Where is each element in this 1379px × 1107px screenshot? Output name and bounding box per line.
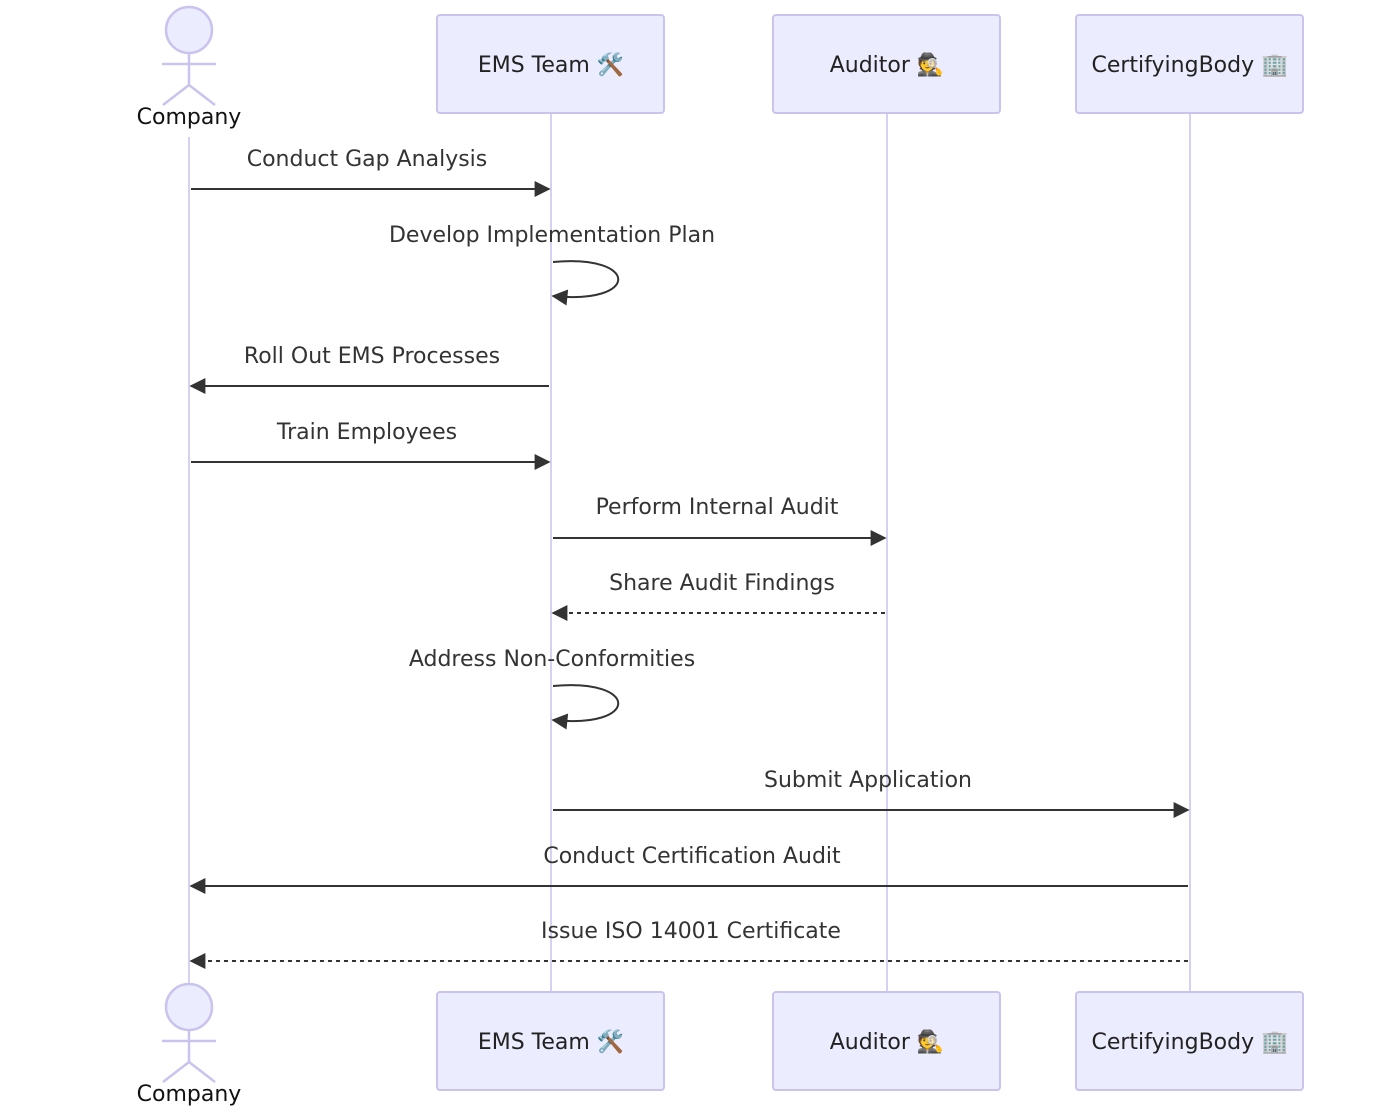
participant-box [772,991,1001,1091]
participant-auditor-top: Auditor 🕵️ [772,14,1001,114]
message-label: Perform Internal Audit [596,495,839,520]
message-label: Conduct Gap Analysis [247,147,488,172]
actor-leg-left [162,1061,190,1083]
actor-head [164,5,214,55]
participant-label-auditor: Auditor 🕵️ [830,52,945,78]
message-label: Share Audit Findings [609,571,835,596]
participant-box [436,14,665,114]
participant-cert-top: CertifyingBody 🏢 [1075,14,1304,114]
message-label: Roll Out EMS Processes [244,344,500,369]
actor-company-bottom: Company [137,982,242,1107]
message-conduct-gap-analysis: Conduct Gap Analysis [191,147,551,197]
participant-label-cert: CertifyingBody 🏢 [1091,53,1288,78]
message-perform-internal-audit: Perform Internal Audit [553,495,887,546]
participant-box [1075,991,1304,1091]
actor-leg-right [188,84,216,106]
message-conduct-certification-audit: Conduct Certification Audit [189,844,1188,894]
self-loop-arrow [551,260,620,306]
participant-ems-top: EMS Team 🛠️ [436,14,665,114]
participant-box [772,14,1001,114]
message-share-audit-findings: Share Audit Findings [551,571,885,621]
actor-label-company: Company [137,105,242,130]
actor-head [164,982,214,1032]
message-label: Issue ISO 14001 Certificate [541,919,841,944]
message-submit-application: Submit Application [553,768,1190,818]
message-develop-implementation-plan: Develop Implementation Plan [389,223,715,306]
message-issue-iso-14001-certificate: Issue ISO 14001 Certificate [189,919,1188,969]
message-label: Conduct Certification Audit [543,844,841,869]
message-label: Train Employees [276,420,457,445]
message-roll-out-ems-processes: Roll Out EMS Processes [189,344,549,394]
participant-cert-bottom: CertifyingBody 🏢 [1075,991,1304,1091]
message-label: Submit Application [764,768,972,793]
participant-label-cert: CertifyingBody 🏢 [1091,1030,1288,1055]
participant-ems-bottom: EMS Team 🛠️ [436,991,665,1091]
participant-auditor-bottom: Auditor 🕵️ [772,991,1001,1091]
participant-box [1075,14,1304,114]
participant-label-ems: EMS Team 🛠️ [478,1028,624,1055]
actor-company-top: Company [137,5,242,130]
actor-leg-right [188,1061,216,1083]
message-label: Develop Implementation Plan [389,223,715,248]
participant-box [436,991,665,1091]
message-address-non-conformities: Address Non-Conformities [409,647,695,730]
participant-label-ems: EMS Team 🛠️ [478,51,624,78]
actor-label-company: Company [137,1082,242,1107]
participant-label-auditor: Auditor 🕵️ [830,1029,945,1055]
actor-leg-left [162,84,190,106]
message-train-employees: Train Employees [191,420,551,470]
self-loop-arrow [551,684,620,730]
message-label: Address Non-Conformities [409,647,695,672]
